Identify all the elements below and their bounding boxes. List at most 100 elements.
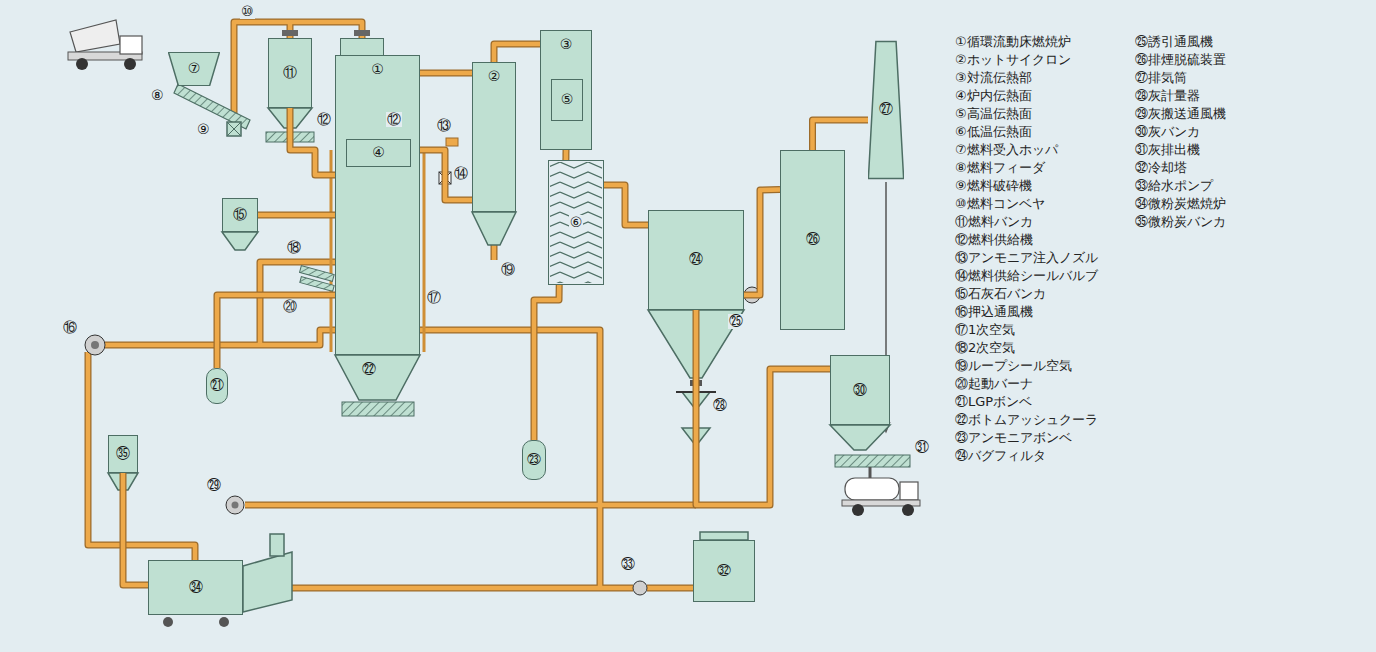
legend-entry: ①循環流動床燃焼炉	[955, 34, 1071, 50]
low-temp-surface: ⑥	[548, 160, 604, 285]
process-pipes	[88, 22, 696, 588]
legend-entry: ⑩燃料コンベヤ	[955, 196, 1045, 212]
legend-entry: ⑳起動バーナ	[955, 376, 1033, 392]
callout-number: ⑪	[283, 65, 297, 80]
callout-number: ㉟	[116, 446, 130, 461]
convection-section: ③⑤	[540, 30, 592, 150]
callout-number: ㉗	[879, 102, 893, 117]
callout-number: ⑳	[282, 299, 298, 314]
tank-truck	[842, 478, 920, 516]
callout-number: ⑧	[150, 88, 165, 103]
legend-entry: ⑯押込通風機	[955, 304, 1033, 320]
callout-number: ①	[371, 62, 384, 77]
legend-entry: ⑮石灰石バンカ	[955, 286, 1046, 302]
pipe-connector	[258, 214, 335, 215]
ammonia-nozzle	[446, 138, 458, 146]
callout-number: ㉕	[728, 314, 744, 329]
pipe-connector	[123, 473, 148, 585]
pipe-connector	[217, 295, 335, 368]
legend-entry: ㉛灰排出機	[1135, 142, 1200, 158]
bottom-ash-cooler	[342, 402, 414, 416]
pipe-connector	[696, 310, 830, 505]
pipe-connector	[565, 150, 566, 160]
callout-number: ㉙	[206, 478, 222, 493]
ash-transport-fan	[226, 496, 244, 514]
in-furnace-surface: ④	[346, 139, 411, 167]
legend-entry: ⑥低温伝熱面	[955, 124, 1032, 140]
legend-entry: ⑱2次空気	[955, 340, 1015, 356]
gate	[354, 30, 370, 36]
callout-number: ⑲	[500, 262, 516, 277]
lpg-cylinder: ㉑	[206, 368, 228, 404]
callout-number: ㉓	[527, 452, 541, 467]
furnace-cone	[243, 552, 292, 612]
legend-entry: ⑬アンモニア注入ノズル	[955, 250, 1098, 266]
legend-entry: ㉙灰搬送通風機	[1135, 106, 1226, 122]
bunker-cone	[222, 232, 258, 250]
legend-entry: ㉟微粉炭バンカ	[1135, 214, 1226, 230]
callout-number: ㉔	[689, 252, 703, 267]
legend-entry: ㉑LGPボンベ	[955, 394, 1032, 410]
callout-number: ⑫	[316, 112, 332, 127]
callout-number: ⑰	[426, 290, 442, 305]
legend-entry: ⑧燃料フィーダ	[955, 160, 1045, 176]
callout-number: ㉜	[717, 563, 731, 578]
callout-number: ③	[560, 37, 573, 52]
fuel-hopper: ⑦	[168, 52, 220, 86]
desulfurizer: ㉖	[780, 150, 845, 330]
legend-entry: ㉘灰計量器	[1135, 88, 1200, 104]
pipe-connector	[290, 108, 335, 175]
callout-number: ⑱	[286, 240, 302, 255]
callout-number: ⑦	[188, 61, 201, 76]
legend-entry: ③対流伝熱部	[955, 70, 1032, 86]
legend-entry: ⑦燃料受入ホッパ	[955, 142, 1058, 158]
legend-entry: ⑪燃料バンカ	[955, 214, 1033, 230]
callout-number: ㉘	[712, 398, 728, 413]
wheel	[219, 617, 229, 627]
bag-filter: ㉔	[648, 210, 744, 310]
callout-number: ⑩	[240, 4, 255, 19]
legend-entry: ⑰1次空気	[955, 322, 1015, 338]
legend-entry: ⑤高温伝熱面	[955, 106, 1032, 122]
chute	[869, 467, 872, 478]
legend-entry: ④炉内伝熱面	[955, 88, 1032, 104]
legend-entry: ㉞微粉炭燃焼炉	[1135, 196, 1226, 212]
flue	[270, 534, 284, 556]
legend-entry: ㉚灰バンカ	[1135, 124, 1200, 140]
legend-entry: ㉔バグフィルタ	[955, 448, 1046, 464]
callout-number: ⑮	[233, 207, 247, 222]
ash-discharger	[835, 455, 910, 467]
callout-number: ㉛	[914, 440, 930, 455]
gate	[282, 30, 298, 36]
callout-number: ⑥	[569, 215, 584, 230]
pc-bunker: ㉟	[108, 435, 138, 473]
pipe-connector	[744, 190, 780, 295]
fuel-bunker: ⑪	[268, 38, 312, 108]
wheel	[163, 617, 173, 627]
legend-entry: ㉗排気筒	[1135, 70, 1187, 86]
legend-entry: ⑨燃料破砕機	[955, 178, 1032, 194]
furnace-hopper	[335, 355, 420, 400]
callout-number: ㉑	[210, 378, 224, 393]
callout-number: ⑭	[453, 166, 469, 181]
cyclone-cone	[472, 212, 516, 245]
pipe-connector	[494, 44, 540, 62]
pump	[633, 581, 647, 595]
callout-number: ⑨	[196, 122, 211, 137]
pipe-connector	[534, 285, 559, 440]
callout-number: ②	[488, 69, 501, 84]
callout-number: ⑬	[436, 118, 452, 133]
tower-top	[700, 532, 748, 540]
pipe-connector	[604, 185, 648, 225]
cfb-furnace: ①④	[335, 55, 420, 355]
legend-entry: ㉒ボトムアッシュクーラ	[955, 412, 1098, 428]
callout-number: ⑫	[386, 112, 402, 127]
legend-entry: ㉖排煙脱硫装置	[1135, 52, 1226, 68]
legend-entry: ㉕誘引通風機	[1135, 34, 1213, 50]
tube-bank	[550, 162, 602, 283]
callout-number: ④	[372, 145, 385, 160]
pc-furnace: ㉞	[148, 560, 243, 615]
callout-number: ⑯	[62, 320, 78, 335]
ash-bunker: ㉚	[830, 355, 890, 425]
callout-number: ㉚	[853, 382, 867, 397]
